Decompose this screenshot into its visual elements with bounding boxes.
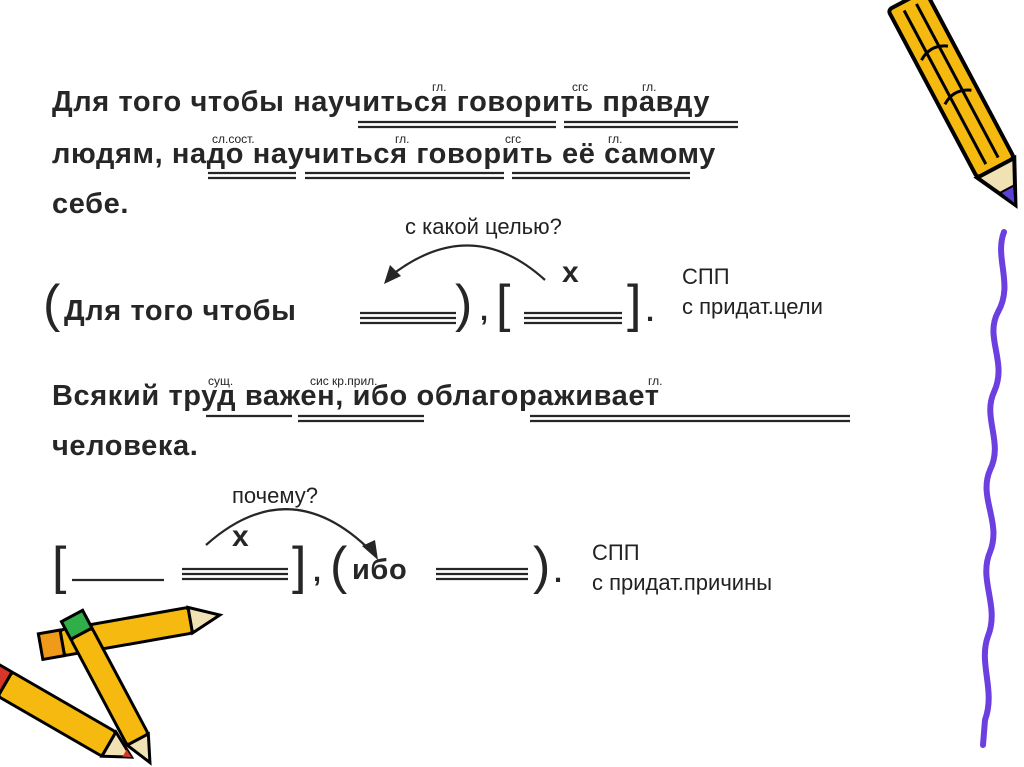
scheme1-type: СПП: [682, 264, 730, 289]
scheme2-open-paren: (: [330, 537, 348, 595]
s2-word-oblag: облагораживает: [416, 380, 660, 412]
s1-l2-suffix: её самому: [561, 138, 716, 170]
label-sgs-2: сгс: [505, 132, 522, 146]
s2-word-vazhen: важен,: [244, 380, 344, 412]
scheme2-type: СПП: [592, 540, 640, 565]
label-sis: сис кр.прил.: [310, 374, 378, 388]
scheme2-type-detail: с придат.причины: [592, 570, 773, 595]
scheme1-question: с какой целью?: [405, 214, 562, 239]
scheme2-x: х: [232, 520, 249, 553]
scheme1-x: х: [562, 256, 579, 289]
label-gl-1: гл.: [432, 80, 447, 94]
label-sgs-1: сгс: [572, 80, 589, 94]
scheme2-period: .: [554, 557, 563, 589]
scheme1-open-bracket: [: [496, 275, 511, 333]
label-gl-3: гл.: [395, 132, 410, 146]
scheme1-comma: ,: [480, 295, 489, 327]
scheme1-arrowhead: [384, 265, 401, 284]
scheme2-question-arrow: [205, 508, 373, 553]
s1-suffix: правду: [602, 86, 711, 118]
label-gl-4: гл.: [608, 132, 623, 146]
pencil-icon-large: [887, 0, 1018, 209]
scheme1-close-paren: ): [455, 275, 473, 333]
pencil-icon-red-eraser: [0, 658, 135, 759]
label-gl-2: гл.: [642, 80, 657, 94]
scheme2-conj: ибо: [352, 554, 408, 586]
pencil-icon-green-eraser: [59, 608, 152, 766]
s1-word-nauchitsya2: научиться: [252, 138, 408, 170]
scheme2-comma: ,: [313, 556, 322, 588]
s1-word-govorit: говорить: [456, 86, 594, 118]
label-sushch: сущ.: [208, 374, 234, 388]
s1-prefix: Для того чтобы: [52, 86, 285, 118]
label-slsost: сл.сост.: [212, 132, 255, 146]
scheme1-conj: Для того чтобы: [64, 295, 297, 327]
scheme1-close-bracket: ]: [627, 275, 642, 333]
scheme1-period: .: [646, 296, 655, 328]
s1-word-nado: надо: [171, 138, 245, 170]
scheme2-arrowhead: [362, 540, 378, 560]
s1-word-nauchitsya: научиться: [293, 86, 449, 118]
scheme2-close-paren: ): [533, 537, 551, 595]
scheme2-open-bracket: [: [52, 537, 67, 595]
scheme2-question: почему?: [232, 483, 318, 508]
scheme1-type-detail: с придат.цели: [682, 294, 823, 319]
s1-word-govorit2: говорить: [416, 138, 554, 170]
s2-word-ibo: ибо: [352, 380, 408, 412]
scheme2-close-bracket: ]: [292, 537, 307, 595]
s2-line2: человека.: [52, 430, 199, 462]
s1-line3: себе.: [52, 188, 129, 220]
scheme1-open-paren: (: [43, 275, 61, 333]
s2-word-trud: труд: [168, 380, 237, 412]
scheme1-question-arrow: [387, 244, 546, 281]
s1-l2-prefix: людям,: [52, 138, 164, 170]
purple-wavy-line: [980, 229, 1008, 748]
label-gl-5: гл.: [648, 374, 663, 388]
s2-word-vsyakiy: Всякий: [52, 380, 160, 412]
